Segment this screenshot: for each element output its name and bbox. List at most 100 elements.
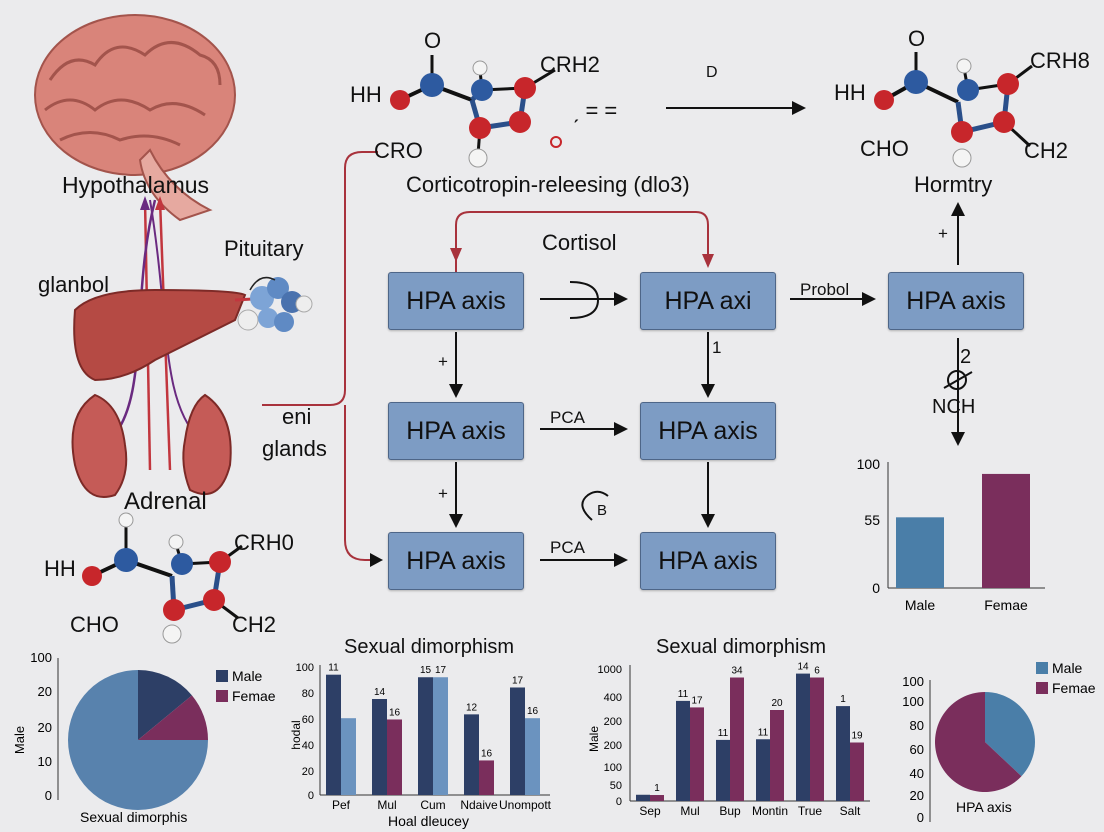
data-label: 16 — [481, 748, 493, 759]
y-tick-label: 100 — [902, 694, 924, 709]
pie-slice — [138, 695, 208, 740]
bar — [690, 707, 704, 801]
hpa-box-r3c2[interactable]: HPA axis — [640, 532, 776, 590]
bar — [896, 517, 944, 588]
d-label: D — [706, 64, 718, 81]
hpa-box-r3c1[interactable]: HPA axis — [388, 532, 524, 590]
x-tick-label: Pef — [332, 798, 351, 812]
mol-left-hh: HH — [44, 556, 76, 581]
bar — [479, 760, 494, 795]
y-tick-label: 0 — [45, 788, 52, 803]
y-tick-label: 80 — [910, 718, 924, 733]
data-label: 6 — [814, 666, 820, 677]
bar — [770, 710, 784, 801]
hpa-box-r1c1[interactable]: HPA axis — [388, 272, 524, 330]
pca-label-2: PCA — [550, 538, 585, 557]
y-tick-label: 0 — [872, 580, 880, 596]
legend-label: Femae — [232, 688, 276, 704]
y-tick-label: 20 — [38, 720, 52, 735]
bar — [326, 674, 341, 795]
y-tick-label: 10 — [38, 754, 52, 769]
hpa-box-r1c2[interactable]: HPA axi — [640, 272, 776, 330]
data-label: 17 — [435, 665, 447, 676]
data-label: 14 — [374, 687, 386, 698]
mol-left-cho: CHO — [70, 612, 119, 637]
glanbol-label: glanbol — [38, 272, 109, 297]
bar — [372, 699, 387, 795]
mol-top-rh: CRH2 — [540, 52, 600, 77]
hpa-box-r2c1[interactable]: HPA axis — [388, 402, 524, 460]
data-label: 11 — [758, 727, 769, 738]
cortisol-label: Cortisol — [542, 230, 617, 255]
eni-label: eni — [282, 404, 312, 429]
y-tick-label: 40 — [302, 740, 314, 752]
data-label: 16 — [389, 707, 401, 718]
y-axis-label: hodal — [289, 720, 303, 749]
plus-top-right: + — [938, 224, 948, 243]
adrenal-label: Adrenal — [124, 488, 207, 515]
b-label: B — [597, 502, 608, 519]
data-label: 1 — [840, 694, 846, 705]
plus-left-1: + — [438, 352, 448, 371]
chart-bar-right: 10004002002001005001Sep1117Mul1134Bup112… — [587, 662, 870, 818]
y-tick-label: 100 — [296, 662, 314, 674]
y-tick-label: 1000 — [598, 664, 622, 676]
two-label: 2 — [960, 346, 972, 368]
glands-label: glands — [262, 436, 327, 461]
hpa-box-r2c2[interactable]: HPA axis — [640, 402, 776, 460]
legend-swatch — [216, 690, 228, 702]
legend-swatch — [1036, 662, 1048, 674]
bar — [730, 677, 744, 801]
bar — [810, 677, 824, 801]
bar — [387, 719, 402, 795]
x-tick-label: Mul — [377, 798, 396, 812]
plus-left-2: + — [438, 484, 448, 503]
mol-right-rh: CRH8 — [1030, 48, 1090, 73]
mol-right-caption: Hormtry — [914, 172, 993, 197]
pituitary-molecule — [237, 276, 313, 332]
molecule-top — [390, 55, 562, 168]
mol-top-cro: CRO — [374, 138, 423, 163]
y-tick-label: 400 — [604, 692, 622, 704]
mol-right-o: O — [908, 26, 926, 51]
y-tick-label: 50 — [610, 780, 622, 792]
bar — [525, 718, 540, 795]
legend-swatch — [216, 670, 228, 682]
bar — [796, 673, 810, 801]
hpa-box-r1c3[interactable]: HPA axis — [888, 272, 1024, 330]
legend-label: Femae — [1052, 680, 1096, 696]
y-tick-label: 40 — [910, 766, 924, 781]
data-label: 16 — [527, 706, 539, 717]
data-label: 14 — [797, 662, 809, 673]
data-label: 15 — [420, 665, 432, 676]
hypothalamus-label: Hypothalamus — [62, 172, 210, 198]
y-tick-label: 100 — [857, 456, 881, 472]
bar — [650, 795, 664, 801]
chart-title-2: Sexual dimorphism — [656, 636, 827, 658]
y-tick-label: 200 — [604, 740, 622, 752]
y-axis-label: Male — [12, 726, 27, 754]
bar — [341, 718, 356, 795]
x-tick-label: Femae — [984, 597, 1028, 613]
x-tick-label: Cum — [420, 798, 445, 812]
x-tick-label: Sep — [639, 804, 661, 818]
x-tick-label: Bup — [719, 804, 741, 818]
y-tick-label: 0 — [308, 790, 314, 802]
bar — [636, 794, 650, 801]
bar — [756, 739, 770, 801]
bar — [464, 714, 479, 795]
data-label: 17 — [691, 695, 703, 706]
mol-left-ch: CH2 — [232, 612, 277, 637]
bar — [418, 677, 433, 795]
bar — [510, 687, 525, 795]
molecule-left — [82, 512, 243, 644]
pie-slice — [985, 692, 1035, 777]
mol-left-rh: CRH0 — [234, 530, 294, 555]
data-label: 11 — [718, 728, 729, 739]
x-tick-label: Male — [905, 597, 936, 613]
one-label: 1 — [712, 338, 722, 357]
data-label: 34 — [731, 666, 743, 677]
